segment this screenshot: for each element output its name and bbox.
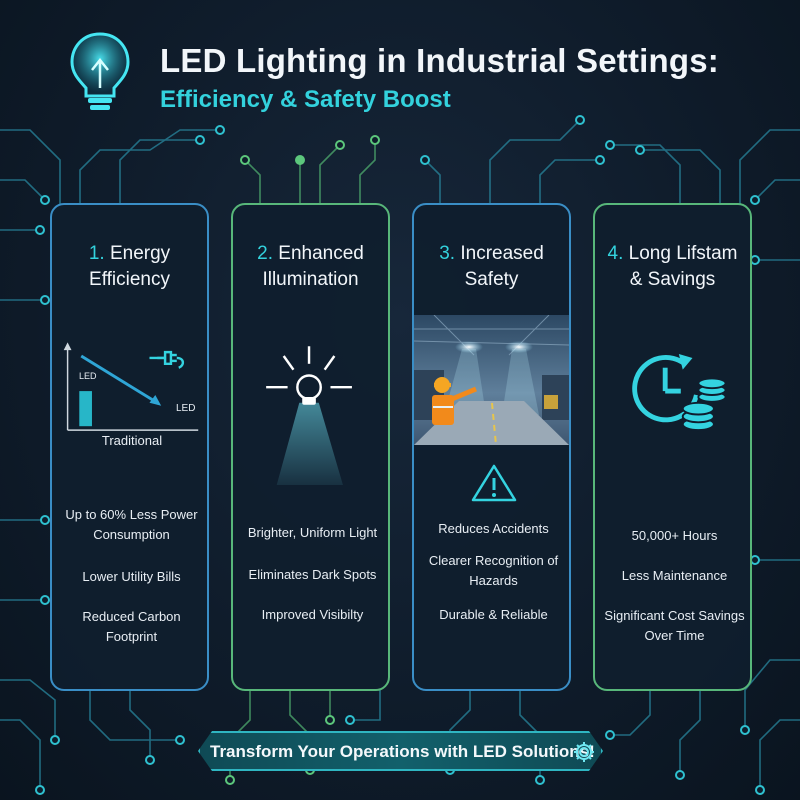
card-number: 1. [88,243,105,264]
card-bullet: Improved Visibilty [261,607,364,622]
card-number: 4. [607,243,624,264]
card-bullet: Less Maintenance [621,568,728,583]
card-bullet: Reduced Carbon Footprint [82,609,181,644]
card-number: 3. [439,243,456,264]
gear-icon [573,741,595,763]
card-title: 4. Long Lifstam & Savings [595,241,750,293]
card-bullet: Up to 60% Less Power Consumption [65,507,198,542]
card-enhanced-illumination: 2. Enhanced Illumination Brighter, Unifo… [231,203,390,691]
card-title: 2. Enhanced Illumination [233,241,388,293]
chart-label-traditional: Traditional [101,433,163,448]
card-title-line: Enhanced [278,243,364,264]
lightbulb-icon [70,32,130,110]
card-bullet: 50,000+ Hours [631,528,718,543]
card-long-lifespan-savings: 4. Long Lifstam & Savings 50,000+ Hours … [593,203,752,691]
card-title-line: Energy [109,243,171,264]
card-title: 3. Increased Safety [414,241,569,293]
card-title: 1. Energy Efficiency [52,241,207,293]
card-bullet: Lower Utility Bills [82,569,181,584]
card-bullet: Significant Cost Savings Over Time [604,608,745,643]
card-increased-safety: 3. Increased Safety [412,203,571,691]
card-number: 2. [257,243,273,264]
card-title-line: Efficiency [89,269,170,290]
card-title-line: Safety [464,269,519,290]
card-title-line: Increased [460,243,544,264]
card-title-line: Illumination [262,269,359,290]
cta-text: Transform Your Operations with LED Solut… [210,742,595,761]
card-bullet: Eliminates Dark Spots [248,567,377,582]
card-bullet: Reduces Accidents [438,521,549,536]
led-bar [79,391,92,427]
card-bullet: Durable & Reliable [439,607,548,622]
warning-triangle-icon [471,464,517,502]
card-energy-efficiency: 1. Energy Efficiency LED LED Traditional… [50,203,209,691]
card-title-line: Long Lifstam [628,243,738,264]
cta-banner[interactable]: Transform Your Operations with LED Solut… [198,731,603,771]
chart-label-led: LED [79,371,97,381]
plug-icon [149,350,185,369]
light-bulb-beam-icon [266,346,352,485]
energy-chart [63,342,199,431]
clock-coins-icon [632,354,727,432]
card-bullet: Clearer Recognition of Hazards [428,553,559,588]
card-bullet: Brighter, Uniform Light [247,525,378,540]
header: LED Lighting in Industrial Settings: Eff… [60,26,760,126]
card-title-line: & Savings [629,269,716,290]
page-title: LED Lighting in Industrial Settings: [160,42,719,79]
chart-label-led-end: LED [176,403,196,414]
factory-worker-image [414,315,569,445]
page-subtitle: Efficiency & Safety Boost [160,86,451,113]
